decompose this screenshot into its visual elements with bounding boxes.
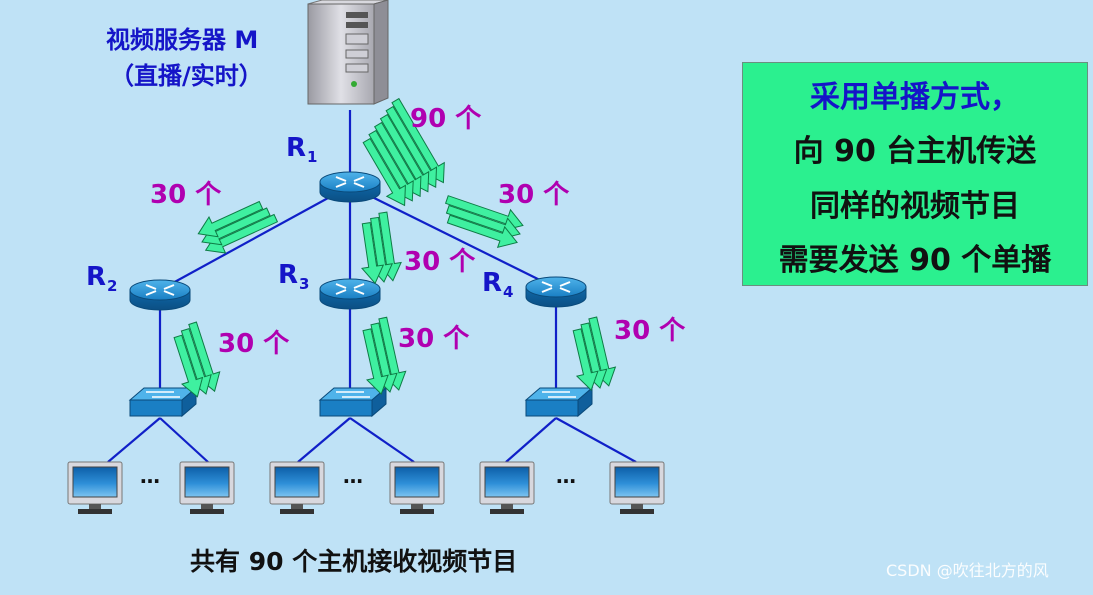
- flow-count-r1-r3: 30 个: [404, 247, 476, 277]
- flow-arrows: [173, 97, 617, 398]
- router-label-r1: R1: [286, 133, 318, 166]
- info-line-3: 同样的视频节目: [810, 189, 1020, 224]
- arrow-bundle-icon-r1-r4: [444, 195, 524, 249]
- flow-count-r4-switch: 30 个: [614, 316, 686, 346]
- monitor-icon-5: [609, 461, 665, 514]
- link-11: [505, 417, 557, 463]
- watermark: CSDN @吹往北方的风: [886, 561, 1049, 580]
- flow-count-r2-switch: 30 个: [218, 329, 290, 359]
- arrow-bundle-icon-server-r1: [362, 97, 445, 207]
- arrow-bundle-icon-r1-r2: [197, 200, 279, 254]
- switch-icon-middle: [318, 386, 388, 418]
- info-box: 采用单播方式， 向 90 台主机传送 同样的视频节目 需要发送 90 个单播: [742, 62, 1088, 286]
- monitor-icon-3: [389, 461, 445, 514]
- flow-count-server-r1: 90 个: [410, 104, 482, 134]
- link-3: [349, 185, 557, 289]
- server-icon: [307, 0, 389, 105]
- monitor-icon-0: [67, 461, 123, 514]
- link-1: [159, 185, 351, 291]
- server-label-line2: （直播/实时）: [110, 62, 263, 90]
- flow-count-r1-r2: 30 个: [150, 180, 222, 210]
- monitor-icon-4: [479, 461, 535, 514]
- network-links: [107, 110, 637, 463]
- router-icon-r2: [129, 279, 191, 311]
- router-label-r2: R2: [86, 262, 118, 295]
- info-line-4: 需要发送 90 个单播: [778, 243, 1052, 278]
- host-ellipsis-right: …: [556, 464, 576, 488]
- link-9: [297, 417, 351, 463]
- switch-icon-right: [524, 386, 594, 418]
- link-12: [555, 417, 637, 463]
- arrow-bundle-icon-r4-switch: [572, 316, 617, 392]
- monitor-icon-1: [179, 461, 235, 514]
- host-ellipsis-left: …: [140, 464, 160, 488]
- network-devices: [67, 0, 665, 514]
- router-label-r4: R4: [482, 268, 514, 301]
- arrow-bundle-icon-r1-r3: [361, 211, 402, 285]
- arrow-bundle-icon-r2-switch: [173, 321, 221, 398]
- flow-count-r3-switch: 30 个: [398, 324, 470, 354]
- footer-caption: 共有 90 个主机接收视频节目: [190, 547, 518, 576]
- router-icon-r3: [319, 278, 381, 310]
- flow-count-r1-r4: 30 个: [498, 180, 570, 210]
- server-label-line1: 视频服务器 M: [106, 26, 259, 54]
- info-line-1: 采用单播方式，: [810, 80, 1020, 115]
- link-10: [349, 417, 415, 463]
- router-label-r3: R3: [278, 260, 310, 293]
- host-ellipsis-middle: …: [343, 464, 363, 488]
- router-icon-r4: [525, 276, 587, 308]
- monitor-icon-2: [269, 461, 325, 514]
- arrow-bundle-icon-r3-switch: [362, 316, 407, 395]
- router-icon-r1: [319, 171, 381, 203]
- info-line-2: 向 90 台主机传送: [793, 134, 1037, 169]
- switch-icon-left: [128, 386, 198, 418]
- link-8: [159, 417, 209, 463]
- link-7: [107, 417, 161, 463]
